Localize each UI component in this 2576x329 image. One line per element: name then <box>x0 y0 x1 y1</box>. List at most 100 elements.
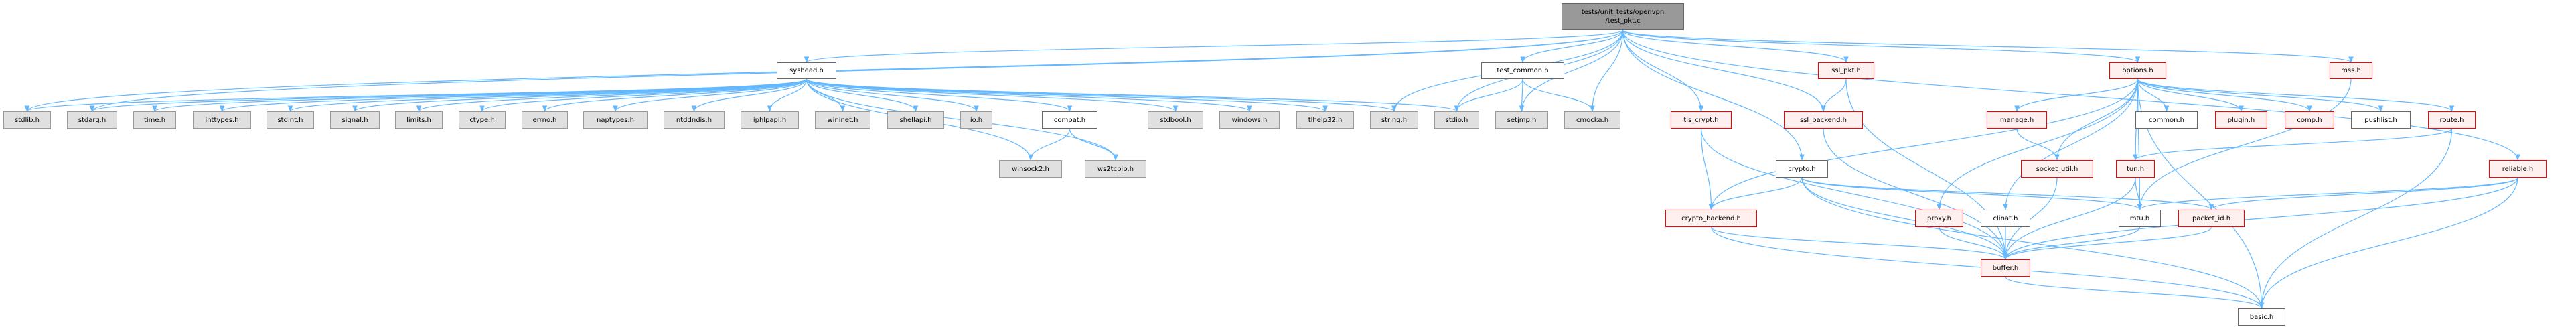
node-label: errno.h <box>532 116 557 124</box>
node-tun[interactable]: tun.h <box>2116 160 2155 178</box>
node-label: io.h <box>970 116 983 124</box>
edge-syshead-to-shellapi <box>806 78 919 112</box>
edge-tls_crypt-to-crypto_backend <box>1700 128 1714 210</box>
edge-main-to-mss <box>1622 29 2354 63</box>
edge-crypto-to-crypto_backend <box>1708 177 1803 210</box>
node-label: packet_id.h <box>2192 214 2231 222</box>
node-inttypes[interactable]: inttypes.h <box>193 111 251 129</box>
node-signal[interactable]: signal.h <box>330 111 380 129</box>
node-label: basic.h <box>2249 313 2274 321</box>
node-comp[interactable]: comp.h <box>2285 111 2334 129</box>
node-plugin[interactable]: plugin.h <box>2215 111 2267 129</box>
node-label: pushlist.h <box>2364 116 2397 124</box>
edge-mtu-to-buffer <box>2003 226 2141 260</box>
node-basic[interactable]: basic.h <box>2238 308 2285 326</box>
node-label: socket_util.h <box>2036 165 2078 173</box>
node-iphlpapi[interactable]: iphlpapi.h <box>741 111 799 129</box>
node-mss[interactable]: mss.h <box>2330 62 2372 79</box>
edge-socket_util-to-buffer <box>2003 177 2058 260</box>
node-compat[interactable]: compat.h <box>1042 111 1097 129</box>
node-stdint[interactable]: stdint.h <box>267 111 314 129</box>
edge-syshead-to-stdarg <box>90 78 808 112</box>
node-label: signal.h <box>342 116 368 124</box>
node-label: common.h <box>2148 116 2185 124</box>
edge-tun-to-mtu <box>2135 177 2143 210</box>
node-label: winsock2.h <box>1012 165 1049 173</box>
node-ssl-pkt[interactable]: ssl_pkt.h <box>1818 62 1874 79</box>
edge-options-to-crypto_backend <box>1708 78 2139 210</box>
node-packet-id[interactable]: packet_id.h <box>2178 210 2245 227</box>
edge-proxy-to-buffer <box>1939 226 2008 260</box>
node-main[interactable]: tests/unit_tests/openvpn /test_pkt.c <box>1562 3 1684 30</box>
node-label: route.h <box>2439 116 2464 124</box>
node-ntddndis[interactable]: ntddndis.h <box>664 111 725 129</box>
node-winsock2[interactable]: winsock2.h <box>999 160 1062 178</box>
edge-options-to-manage <box>2014 78 2139 112</box>
node-label: tun.h <box>2126 165 2145 173</box>
edge-reliable-to-buffer <box>2003 177 2518 260</box>
node-label: compat.h <box>1053 116 1086 124</box>
node-tlhelp32[interactable]: tlhelp32.h <box>1296 111 1354 129</box>
node-stdarg[interactable]: stdarg.h <box>67 111 117 129</box>
edge-syshead-to-io <box>806 78 979 112</box>
edge-reliable-to-mtu <box>2137 177 2518 210</box>
node-label: naptypes.h <box>597 116 634 124</box>
edge-options-to-socket_util <box>2054 78 2139 161</box>
node-ctype[interactable]: ctype.h <box>459 111 506 129</box>
edge-options-to-pushlist <box>2137 78 2384 112</box>
node-setjmp[interactable]: setjmp.h <box>1495 111 1548 129</box>
node-limits[interactable]: limits.h <box>395 111 443 129</box>
node-label: test_common.h <box>1497 67 1549 74</box>
node-cmocka[interactable]: cmocka.h <box>1564 111 1620 129</box>
node-wininet[interactable]: wininet.h <box>815 111 870 129</box>
node-buffer[interactable]: buffer.h <box>1981 259 2030 277</box>
edge-main-to-tls_crypt <box>1622 29 1704 112</box>
node-label: stdbool.h <box>1160 116 1191 124</box>
node-socket-util[interactable]: socket_util.h <box>2021 160 2093 178</box>
node-reliable[interactable]: reliable.h <box>2489 160 2547 178</box>
node-crypto-backend[interactable]: crypto_backend.h <box>1665 210 1757 227</box>
node-manage[interactable]: manage.h <box>1987 111 2047 129</box>
node-time[interactable]: time.h <box>133 111 176 129</box>
node-syshead[interactable]: syshead.h <box>777 62 836 79</box>
edge-main-to-syshead <box>804 29 1624 63</box>
node-crypto[interactable]: crypto.h <box>1776 160 1828 178</box>
node-label: crypto_backend.h <box>1681 214 1741 222</box>
edge-syshead-to-inttypes <box>219 78 808 112</box>
node-mtu[interactable]: mtu.h <box>2119 210 2161 227</box>
node-errno[interactable]: errno.h <box>522 111 568 129</box>
node-label: buffer.h <box>1992 264 2019 272</box>
node-stdio[interactable]: stdio.h <box>1434 111 1479 129</box>
node-ws2tcpip[interactable]: ws2tcpip.h <box>1085 160 1146 178</box>
node-proxy[interactable]: proxy.h <box>1915 210 1963 227</box>
node-clinat[interactable]: clinat.h <box>1981 210 2030 227</box>
node-common[interactable]: common.h <box>2135 111 2198 129</box>
node-ssl-backend[interactable]: ssl_backend.h <box>1784 111 1863 129</box>
node-options[interactable]: options.h <box>2109 62 2166 79</box>
node-label: stdarg.h <box>78 116 106 124</box>
node-shellapi[interactable]: shellapi.h <box>887 111 944 129</box>
edge-crypto_backend-to-buffer <box>1710 226 2008 260</box>
edge-manage-to-socket_util <box>2016 128 2060 161</box>
edge-compat-to-ws2tcpip <box>1069 128 1118 161</box>
node-label: stdint.h <box>277 116 303 124</box>
node-label: manage.h <box>1999 116 2034 124</box>
node-test-common[interactable]: test_common.h <box>1481 62 1564 79</box>
node-route[interactable]: route.h <box>2428 111 2476 129</box>
node-io[interactable]: io.h <box>960 111 992 129</box>
node-label: crypto.h <box>1788 165 1816 173</box>
edge-options-to-route <box>2137 78 2455 112</box>
node-label: limits.h <box>406 116 431 124</box>
edge-syshead-to-ntddndis <box>691 78 808 112</box>
node-naptypes[interactable]: naptypes.h <box>583 111 648 129</box>
edge-options-to-common <box>2137 78 2170 112</box>
node-tls-crypt[interactable]: tls_crypt.h <box>1671 111 1732 129</box>
node-stdlib[interactable]: stdlib.h <box>3 111 51 129</box>
node-label: iphlpapi.h <box>753 116 787 124</box>
node-pushlist[interactable]: pushlist.h <box>2351 111 2411 129</box>
node-stdbool[interactable]: stdbool.h <box>1148 111 1203 129</box>
node-windows[interactable]: windows.h <box>1219 111 1280 129</box>
node-string[interactable]: string.h <box>1370 111 1418 129</box>
node-label: setjmp.h <box>1507 116 1537 124</box>
